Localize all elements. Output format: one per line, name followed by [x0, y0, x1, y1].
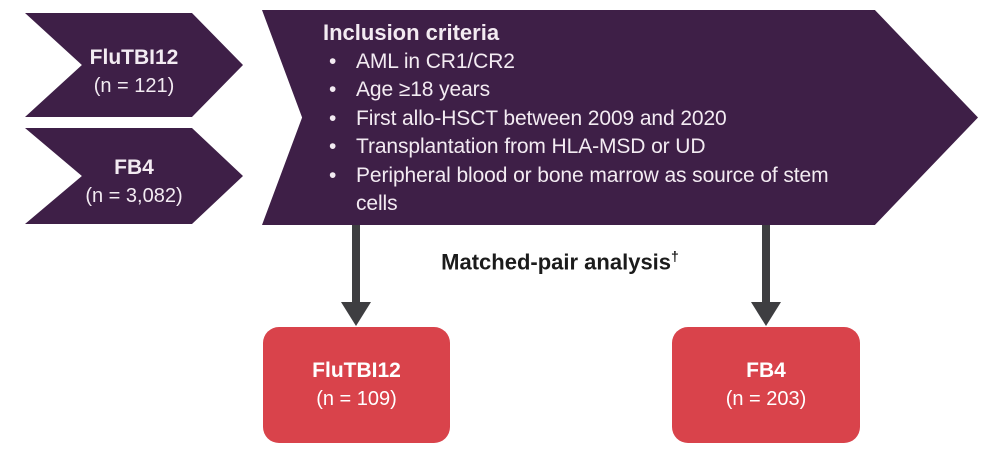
- result-name: FB4: [746, 359, 786, 382]
- analysis-text: Matched-pair analysis: [441, 249, 672, 275]
- cohort-n: (n = 3,082): [85, 185, 183, 207]
- dagger-footnote-marker: †: [671, 248, 679, 264]
- cohort-name: FluTBI12: [89, 46, 179, 69]
- down-arrow-left: [352, 225, 360, 303]
- result-n: (n = 203): [725, 388, 807, 410]
- result-name: FluTBI12: [312, 359, 401, 382]
- inclusion-criteria-arrow: Inclusion criteria AML in CR1/CR2 Age ≥1…: [262, 10, 978, 225]
- cohort-name: FB4: [114, 156, 154, 179]
- cohort-n: (n = 121): [93, 75, 175, 97]
- criteria-item: Transplantation from HLA-MSD or UD: [323, 133, 905, 162]
- result-box-flutbi12: FluTBI12 (n = 109): [263, 327, 450, 443]
- criteria-item: Age ≥18 years: [323, 76, 905, 105]
- down-arrow-left-head: [341, 302, 371, 326]
- inclusion-criteria-block: Inclusion criteria AML in CR1/CR2 Age ≥1…: [323, 19, 905, 219]
- inclusion-criteria-list: AML in CR1/CR2 Age ≥18 years First allo-…: [323, 48, 905, 219]
- input-chevron-flutbi12: FluTBI12 (n = 121): [25, 13, 243, 117]
- result-n: (n = 109): [316, 388, 397, 410]
- inclusion-criteria-title: Inclusion criteria: [323, 20, 500, 45]
- input-chevron-fb4: FB4 (n = 3,082): [25, 128, 243, 224]
- criteria-item: AML in CR1/CR2: [323, 48, 905, 77]
- down-arrow-right: [762, 225, 770, 303]
- criteria-item: Peripheral blood or bone marrow as sourc…: [323, 162, 905, 219]
- matched-pair-analysis-label: Matched-pair analysis†: [441, 248, 679, 275]
- criteria-item: First allo-HSCT between 2009 and 2020: [323, 105, 905, 134]
- result-box-fb4: FB4 (n = 203): [672, 327, 860, 443]
- down-arrow-right-head: [751, 302, 781, 326]
